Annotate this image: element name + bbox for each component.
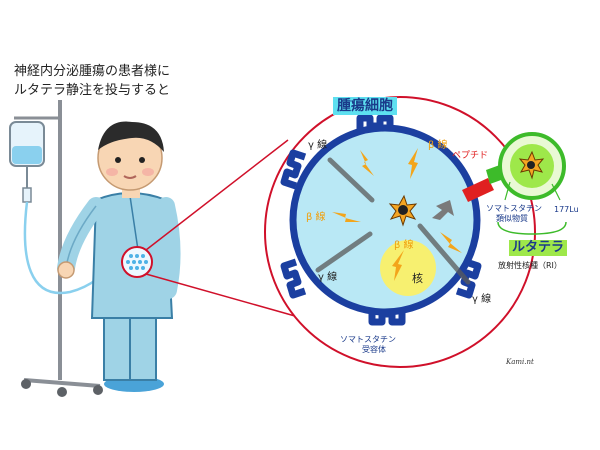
isotope-label: 177Lu	[554, 205, 579, 214]
tumor-inset-marker	[121, 246, 153, 278]
lutatera-label: ルタテラ	[509, 240, 568, 256]
radionuclide-core	[388, 194, 418, 227]
analog-label-1: ソマトスタチン	[486, 204, 542, 213]
caption-line-1: 神経内分泌腫瘍の患者様に	[14, 64, 171, 79]
uptake-arrow	[432, 200, 454, 220]
nucleus-label: 核	[412, 272, 423, 285]
gamma-label-top: γ 線	[308, 140, 328, 151]
gamma-rays	[315, 157, 471, 285]
radionuclide-label: 放射性核種（RI）	[498, 261, 562, 270]
zoom-connector-lines	[145, 139, 303, 319]
intro-caption: 神経内分泌腫瘍の患者様に ルタテラ静注を投与すると	[14, 62, 214, 100]
tumor-cell-title: 腫瘍細胞	[333, 97, 397, 115]
nucleus	[380, 240, 436, 296]
peptide-label: ペプチド	[452, 151, 489, 161]
gamma-label-right: γ 線	[472, 294, 492, 305]
lutatera-drug-group	[462, 132, 567, 235]
gamma-label-left: γ 線	[318, 272, 338, 283]
caption-line-2: ルタテラ静注を投与すると	[14, 83, 171, 98]
receptor-label-1: ソマトスタチン	[340, 335, 396, 344]
tumor-cell	[280, 114, 482, 326]
receptor-label-2: 受容体	[362, 345, 386, 354]
iv-drip-stand	[9, 100, 121, 397]
analog-label-2: 類似物質	[496, 214, 528, 223]
beta-label-left: β 線	[306, 212, 326, 223]
artist-credit: Kami.nt	[506, 358, 534, 366]
beta-label-top: β 線	[428, 140, 448, 151]
beta-label-bottom: β 線	[394, 240, 414, 251]
patient-figure	[57, 121, 181, 392]
beta-rays	[332, 148, 462, 281]
